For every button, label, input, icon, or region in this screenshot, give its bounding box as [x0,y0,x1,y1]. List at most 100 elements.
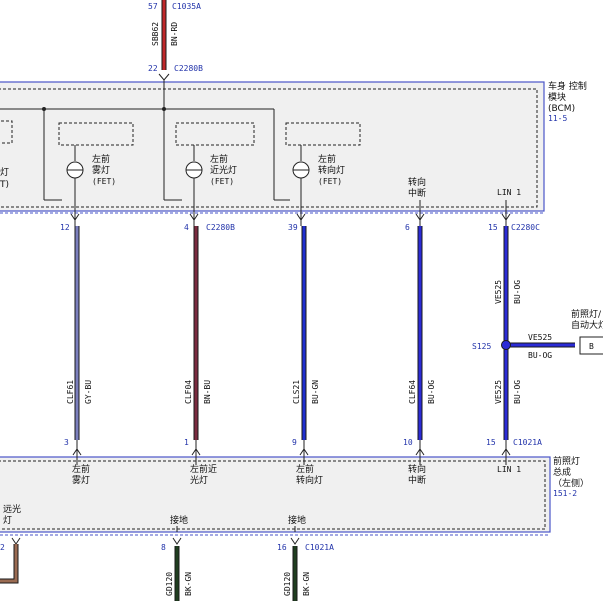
wire-fog-pin-bottom: 3 [64,438,69,447]
headlamp-turn-label-1: 左前 [296,463,314,475]
fet-low [185,145,203,210]
splice-dest-label-1: 前照灯/ [571,308,602,320]
headlamp-left-label-2: 灯 [3,515,12,526]
headlamp-ground-label-1: 接地 [170,514,188,526]
headlamp-lin-label: LIN 1 [497,465,521,474]
wire-fog-pin-top: 12 [60,223,70,232]
headlamp-fog-label-1: 左前 [72,463,90,475]
headlamp-ground-label-2: 接地 [288,514,306,526]
top-wire-conn-bottom: C2280B [174,64,203,73]
headlamp-title-1: 前照灯 [553,455,580,467]
wire-lin: 15 C2280C VE525 BU-OG VE525 BU-OG 15 C10… [486,210,542,456]
wire-lin-pin-bottom: 15 [486,438,496,447]
splice-circuit: VE525 [528,333,552,342]
wire-low-pin-bottom: 1 [184,438,189,447]
ground-wire-2-conn: C1021A [305,543,334,552]
bcm-module-inner-dash [0,88,538,208]
headlamp-low-label-2: 光灯 [190,474,208,486]
wire-low-beam: 4 C2280B CLF04 BN-BU 1 [184,210,235,456]
top-wire-pin-top: 57 [148,2,158,11]
bcm-ref: 11-5 [548,114,567,123]
wire-low-pin-top: 4 [184,223,189,232]
top-wire-color: BN-RD [170,22,179,46]
wire-interrupt-color: BU-OG [427,380,436,404]
fet-low-label-2: 近光灯 [210,164,237,176]
fet-turn [292,145,310,210]
splice-dest-label-2: 自动大灯 [571,319,603,331]
splice-dest-box[interactable] [579,336,603,355]
headlamp-low-label-1: 左前近 [190,463,217,475]
bcm-turn-signal-label-2: 中断 [408,187,426,199]
top-wire-circuit: SBB62 [151,22,160,46]
fet-fog-label-1: 左前 [92,153,110,165]
bcm-title-3: (BCM) [548,104,575,114]
wire-turn-color: BU-GN [311,380,320,404]
top-wire-connector-arrow [158,73,170,81]
bcm-lin-label: LIN 1 [497,188,521,197]
wire-interrupt-pin-bottom: 10 [403,438,413,447]
wire-interrupt: 6 CLF64 BU-OG 10 [403,210,436,456]
headlamp-left-label-1: 远光 [3,503,21,515]
wire-lin-conn-bottom: C1021A [513,438,542,447]
headlamp-module-box [0,456,551,533]
headlamp-interrupt-label-2: 中断 [408,474,426,486]
bcm-partial-label-2: T) [0,180,9,190]
wire-lin-pin-top: 15 [488,223,498,232]
ground-wire-1-pin: 8 [161,543,166,552]
headlamp-ref: 151-2 [553,489,577,498]
bus-junction-1 [42,107,46,111]
headlamp-title-3: （左侧） [553,477,589,489]
headlamp-turn-label-2: 转向灯 [296,474,323,486]
wire-turn-circuit: CLS21 [292,380,301,404]
bcm-turn-signal-label-1: 转向 [408,176,426,188]
wire-turn: 39 CLS21 BU-GN 9 [288,210,320,456]
wire-low-conn-top: C2280B [206,223,235,232]
wire-lin-conn-top: C2280C [511,223,540,232]
ground-wire-2-arrow [290,537,300,545]
wire-fog-circuit: CLF61 [66,380,75,404]
fet-fog [66,145,84,210]
wire-fog-color: GY-BU [84,380,93,404]
ground-wire-2-pin: 16 [277,543,287,552]
left-wire-pin: 2 [0,543,5,552]
bcm-module-box [0,81,545,212]
wire-lin-color-upper: BU-OG [513,280,522,304]
splice-name: S125 [472,342,491,351]
bcm-partial-block [0,120,13,144]
ground-wire-2-circuit: GD120 [283,572,292,596]
headlamp-fog-label-2: 雾灯 [72,475,90,486]
bcm-title-2: 模块 [548,91,566,103]
fet-turn-label-3: (FET) [318,177,342,186]
wire-lin-circuit-upper: VE525 [494,280,503,304]
ground-wire-2-color: BK-GN [302,572,311,596]
wire-turn-pin-bottom: 9 [292,438,297,447]
ground-wire-1-arrow [172,537,182,545]
wire-fog: 12 CLF61 GY-BU 3 [60,210,93,456]
ground-wire-1-color: BK-GN [184,572,193,596]
fet-low-label-3: (FET) [210,177,234,186]
wire-low-circuit: CLF04 [184,380,193,404]
ground-wire-2: 16 C1021A GD120 BK-GN [277,537,334,601]
fet-fog-label-2: 雾灯 [92,165,110,176]
wire-interrupt-pin-top: 6 [405,223,410,232]
splice-color: BU-OG [528,351,552,360]
fet-block-turn [285,122,361,146]
wire-low-color: BN-BU [203,380,212,404]
wire-turn-pin-top: 39 [288,223,298,232]
left-wire-arrow [11,537,21,545]
splice-node [501,340,511,350]
bcm-title-1: 车身 控制 [548,80,587,92]
fet-turn-label-2: 转向灯 [318,164,345,176]
fet-fog-label-3: (FET) [92,177,116,186]
ground-wire-1: 8 GD120 BK-GN [161,537,193,601]
top-wire-conn-top: C1035A [172,2,201,11]
top-wire-pin-bottom: 22 [148,64,158,73]
ground-wire-1-circuit: GD120 [165,572,174,596]
fet-turn-label-1: 左前 [318,153,336,165]
wire-lin-color-lower: BU-OG [513,380,522,404]
bcm-partial-label-1: 灯 [0,167,9,178]
headlamp-inner-dash [0,460,546,530]
headlamp-interrupt-label-1: 转向 [408,463,426,475]
headlamp-title-2: 总成 [553,466,571,478]
